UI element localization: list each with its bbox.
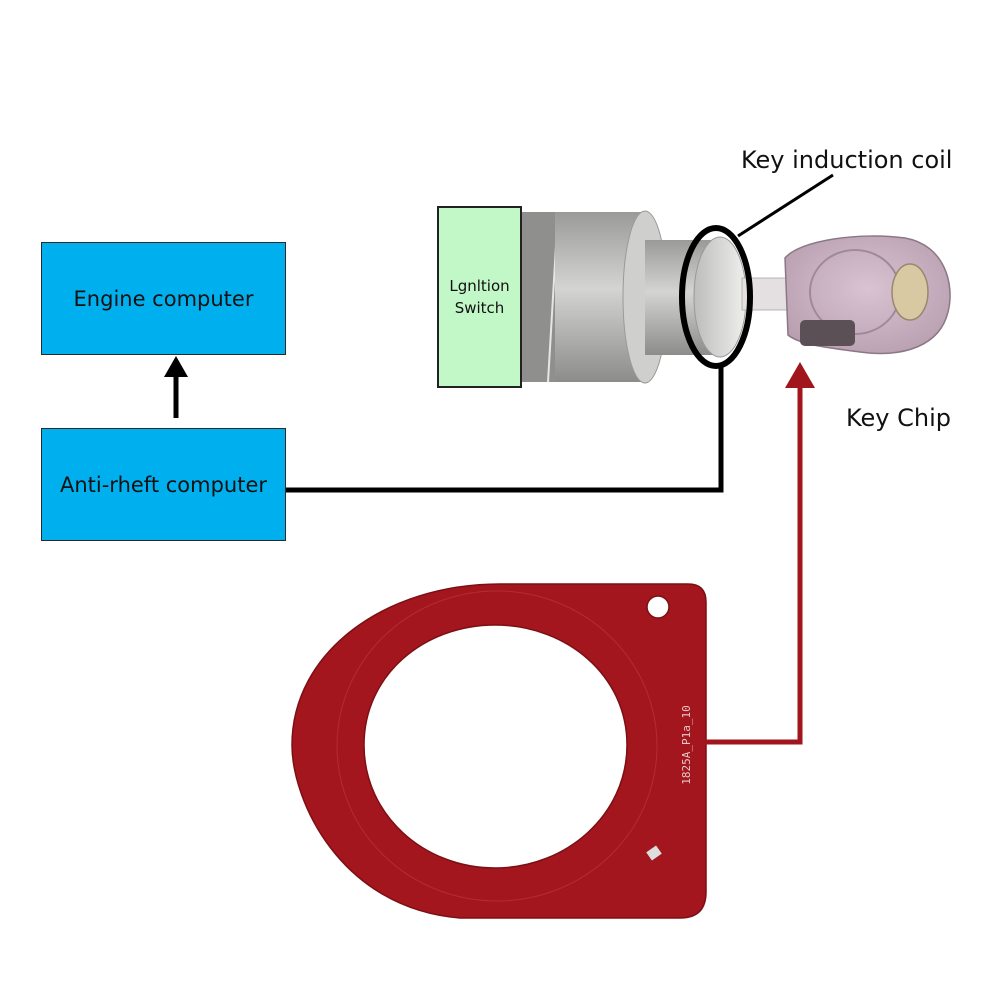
- pcb-component: [646, 845, 662, 861]
- key-induction-coil-label: Key induction coil: [741, 146, 953, 174]
- pcb-antenna: 1825A_P1a_10: [291, 583, 707, 919]
- chip-arrow-shaft: [705, 384, 803, 745]
- anti-theft-computer-box: Anti-rheft computer: [41, 428, 286, 541]
- ignition-switch-label-line2: Switch: [454, 299, 505, 317]
- coil-wire: [286, 366, 724, 493]
- anti-theft-computer-label: Anti-rheft computer: [59, 472, 268, 497]
- chip-arrow-head: [785, 362, 815, 388]
- key-chip: [800, 320, 855, 346]
- engine-computer-label: Engine computer: [73, 286, 254, 311]
- key-chip-label: Key Chip: [846, 404, 952, 432]
- engine-computer-box: Engine computer: [41, 242, 286, 355]
- ignition-switch-box: Lgnltion Switch: [437, 206, 522, 388]
- key-induction-coil-ring: [679, 225, 753, 369]
- pcb-mount-hole: [646, 595, 670, 619]
- ignition-switch-label-line1: Lgnltion: [449, 276, 510, 295]
- signal-arrow-head: [164, 356, 188, 377]
- key-head: [784, 235, 951, 355]
- pcb-marking: 1825A_P1a_10: [680, 705, 693, 784]
- cylinder-front-face: [693, 236, 747, 358]
- coil-leader-line: [737, 173, 834, 238]
